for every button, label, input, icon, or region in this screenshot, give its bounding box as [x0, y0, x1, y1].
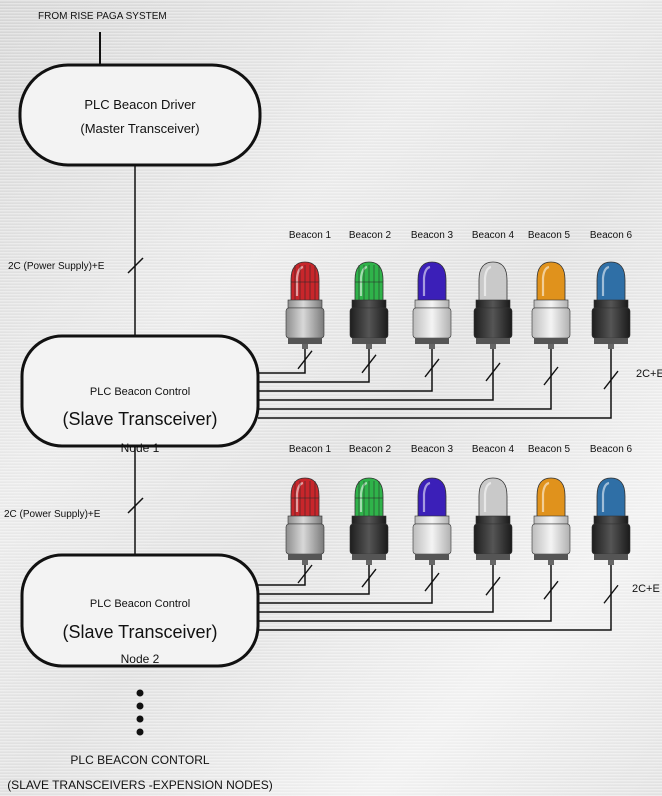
beacon-3-label: Beacon 3 — [411, 230, 454, 241]
beacon-3-cable — [258, 565, 433, 604]
link-label-2: 2C (Power Supply)+E — [4, 509, 101, 520]
footer-line-2: (SLAVE TRANSCEIVERS -EXPENSION NODES) — [7, 778, 273, 792]
beacon-1-label: Beacon 1 — [289, 444, 332, 455]
beacon-5-label: Beacon 5 — [528, 230, 571, 241]
source-label: FROM RISE PAGA SYSTEM — [38, 11, 167, 22]
beacon-5-cable — [258, 349, 552, 410]
clear-beacon-icon — [473, 261, 513, 349]
driver-box — [18, 63, 262, 167]
blue-beacon-icon — [591, 261, 631, 349]
beacon-2-label: Beacon 2 — [349, 444, 392, 455]
beacon-3-label: Beacon 3 — [411, 444, 454, 455]
node-1-label: Node 1 — [121, 441, 160, 455]
blue-beacon-icon — [591, 477, 631, 565]
node-2-cable-label: 2C+E — [632, 583, 660, 595]
driver-title: PLC Beacon Driver — [84, 97, 196, 112]
beacon-4-label: Beacon 4 — [472, 230, 515, 241]
beacon-3-cable — [258, 349, 433, 392]
beacon-row-node-2: Beacon 1 Beacon 2 Beacon 3 Beacon 4 Beacon 5… — [258, 444, 633, 631]
beacon-4-label: Beacon 4 — [472, 444, 515, 455]
beacon-2-cable — [258, 565, 370, 595]
node-2-title: PLC Beacon Control — [90, 598, 190, 610]
beacon-1-cable — [258, 565, 306, 586]
beacon-1-cable — [258, 349, 306, 374]
beacon-6-label: Beacon 6 — [590, 444, 633, 455]
beacon-5-label: Beacon 5 — [528, 444, 571, 455]
expansion-dots — [136, 689, 144, 736]
beacon-row-node-1: Beacon 1 Beacon 2 Beacon 3 Beacon 4 Beacon 5… — [258, 230, 633, 419]
beacon-5-cable — [258, 565, 552, 622]
driver-subtitle: (Master Transceiver) — [80, 121, 199, 136]
beacon-4-cable — [258, 349, 494, 401]
node-2-label: Node 2 — [121, 652, 160, 666]
beacon-6-label: Beacon 6 — [590, 230, 633, 241]
node-1-title: PLC Beacon Control — [90, 386, 190, 398]
node-2-box — [20, 553, 260, 668]
link-label-1: 2C (Power Supply)+E — [8, 261, 105, 272]
node-2-subtitle: (Slave Transceiver) — [62, 622, 217, 642]
node-1-subtitle: (Slave Transceiver) — [62, 409, 217, 429]
beacon-6-cable — [258, 565, 612, 631]
amber-beacon-icon — [531, 477, 571, 565]
node-1-cable-label: 2C+E — [636, 368, 662, 380]
beacon-2-cable — [258, 349, 370, 383]
beacon-6-cable — [258, 349, 612, 419]
blue-dome-beacon-icon — [412, 477, 452, 565]
amber-beacon-icon — [531, 261, 571, 349]
blue-dome-beacon-icon — [412, 261, 452, 349]
red-caged-beacon-icon — [285, 261, 325, 349]
green-caged-beacon-icon — [349, 261, 389, 349]
clear-beacon-icon — [473, 477, 513, 565]
green-caged-beacon-icon — [349, 477, 389, 565]
red-caged-beacon-icon — [285, 477, 325, 565]
beacon-1-label: Beacon 1 — [289, 230, 332, 241]
footer-line-1: PLC BEACON CONTORL — [70, 753, 209, 767]
beacon-2-label: Beacon 2 — [349, 230, 392, 241]
beacon-4-cable — [258, 565, 494, 613]
